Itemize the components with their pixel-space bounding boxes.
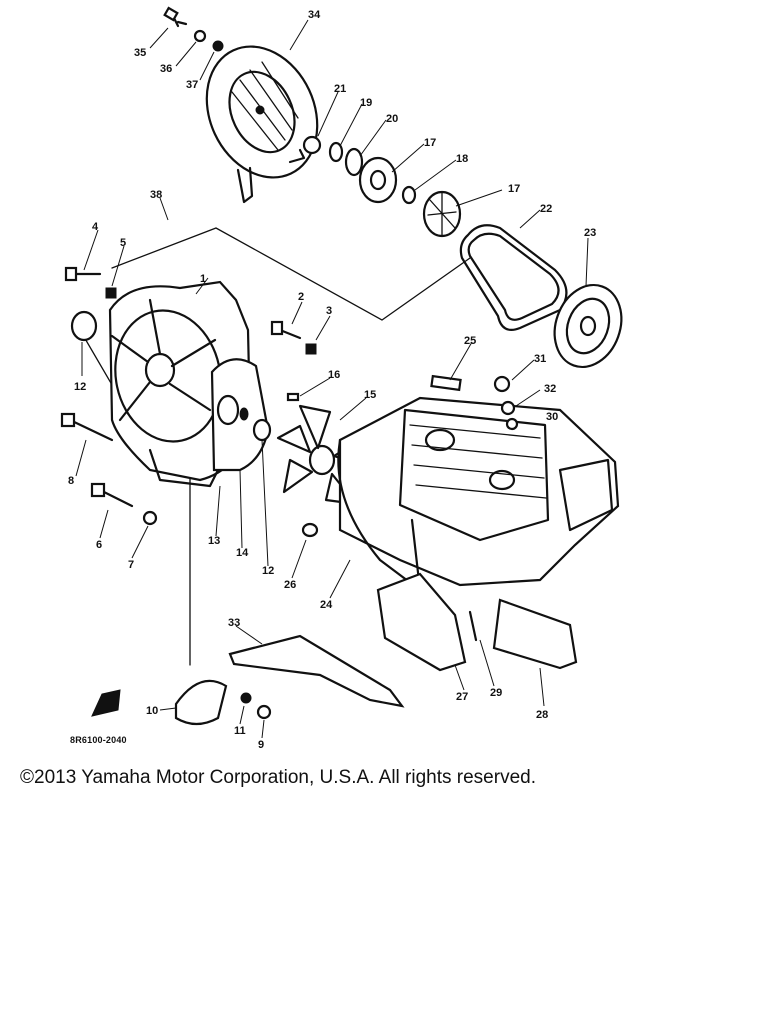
part-label-17-b: 17 <box>508 183 520 195</box>
part-label-35: 35 <box>134 47 146 59</box>
part-label-3: 3 <box>326 305 332 317</box>
part-number-labels: 35 36 37 34 21 19 20 17 18 17 22 23 38 4… <box>68 9 596 751</box>
screw-29 <box>468 610 478 642</box>
washer-32 <box>500 400 516 416</box>
part-label-4: 4 <box>92 221 99 233</box>
part-label-19: 19 <box>360 97 372 109</box>
part-label-7: 7 <box>128 559 134 571</box>
part-label-38: 38 <box>150 189 162 201</box>
part-label-6: 6 <box>96 539 102 551</box>
nut-5 <box>105 287 117 299</box>
copyright-notice: ©2013 Yamaha Motor Corporation, U.S.A. A… <box>20 767 536 788</box>
part-label-30: 30 <box>546 411 558 423</box>
grommet-12-left <box>70 310 98 342</box>
deflector-27 <box>376 572 467 672</box>
part-label-1: 1 <box>200 273 206 285</box>
nut-37 <box>212 40 224 52</box>
washer-30 <box>505 417 519 431</box>
housing-plate <box>210 358 272 472</box>
diagram-reference-code: 8R6100-2040 <box>70 735 127 745</box>
recoil-starter-cover <box>205 45 319 204</box>
nut-3 <box>305 343 317 355</box>
part-label-27: 27 <box>456 691 468 703</box>
bolt-8 <box>60 412 114 442</box>
part-label-9: 9 <box>258 739 264 751</box>
part-label-8: 8 <box>68 475 74 487</box>
part-label-28: 28 <box>536 709 548 721</box>
reference-symbol-icon <box>91 689 121 717</box>
part-label-22: 22 <box>540 203 552 215</box>
part-label-26: 26 <box>284 579 296 591</box>
part-label-36: 36 <box>160 63 172 75</box>
part-label-32: 32 <box>544 383 556 395</box>
part-label-31: 31 <box>534 353 546 365</box>
part-label-17-a: 17 <box>424 137 436 149</box>
part-label-12-a: 12 <box>74 381 86 393</box>
bracket-33 <box>228 634 405 708</box>
bolt-2 <box>270 320 302 340</box>
part-label-12-b: 12 <box>262 565 274 577</box>
part-label-5: 5 <box>120 237 126 249</box>
part-label-25: 25 <box>464 335 476 347</box>
exploded-parts-diagram: 35 36 37 34 21 19 20 17 18 17 22 23 38 4… <box>60 6 623 751</box>
cover-plate-10 <box>174 679 228 726</box>
part-label-11: 11 <box>234 725 246 737</box>
bolt-4 <box>64 266 102 282</box>
part-label-37: 37 <box>186 79 198 91</box>
nut-26 <box>301 522 319 538</box>
bolt-6 <box>90 482 134 508</box>
bolt-31 <box>493 375 511 393</box>
drive-belt <box>459 224 568 331</box>
washer-11 <box>240 692 252 704</box>
part-label-34: 34 <box>308 9 321 21</box>
part-label-2: 2 <box>298 291 304 303</box>
washer-36 <box>193 29 207 43</box>
part-label-21: 21 <box>334 83 346 95</box>
pulley <box>553 283 623 369</box>
part-label-15: 15 <box>364 389 376 401</box>
part-label-23: 23 <box>584 227 596 239</box>
fan-shroud <box>337 374 620 592</box>
part-label-29: 29 <box>490 687 502 699</box>
bolt-35 <box>163 6 188 28</box>
nut-9 <box>256 704 272 720</box>
part-label-14: 14 <box>236 547 249 559</box>
label-leaders <box>75 19 589 739</box>
assembly-leader-line <box>111 227 471 321</box>
part-label-10: 10 <box>146 705 158 717</box>
starter-parts-stack <box>302 135 462 238</box>
part-label-13: 13 <box>208 535 220 547</box>
part-label-33: 33 <box>228 617 240 629</box>
washer-7 <box>142 510 158 526</box>
part-label-16: 16 <box>328 369 340 381</box>
part-label-24: 24 <box>320 599 333 611</box>
key-16 <box>286 392 300 402</box>
part-label-18: 18 <box>456 153 468 165</box>
duct-28 <box>492 598 578 670</box>
part-label-20: 20 <box>386 113 398 125</box>
